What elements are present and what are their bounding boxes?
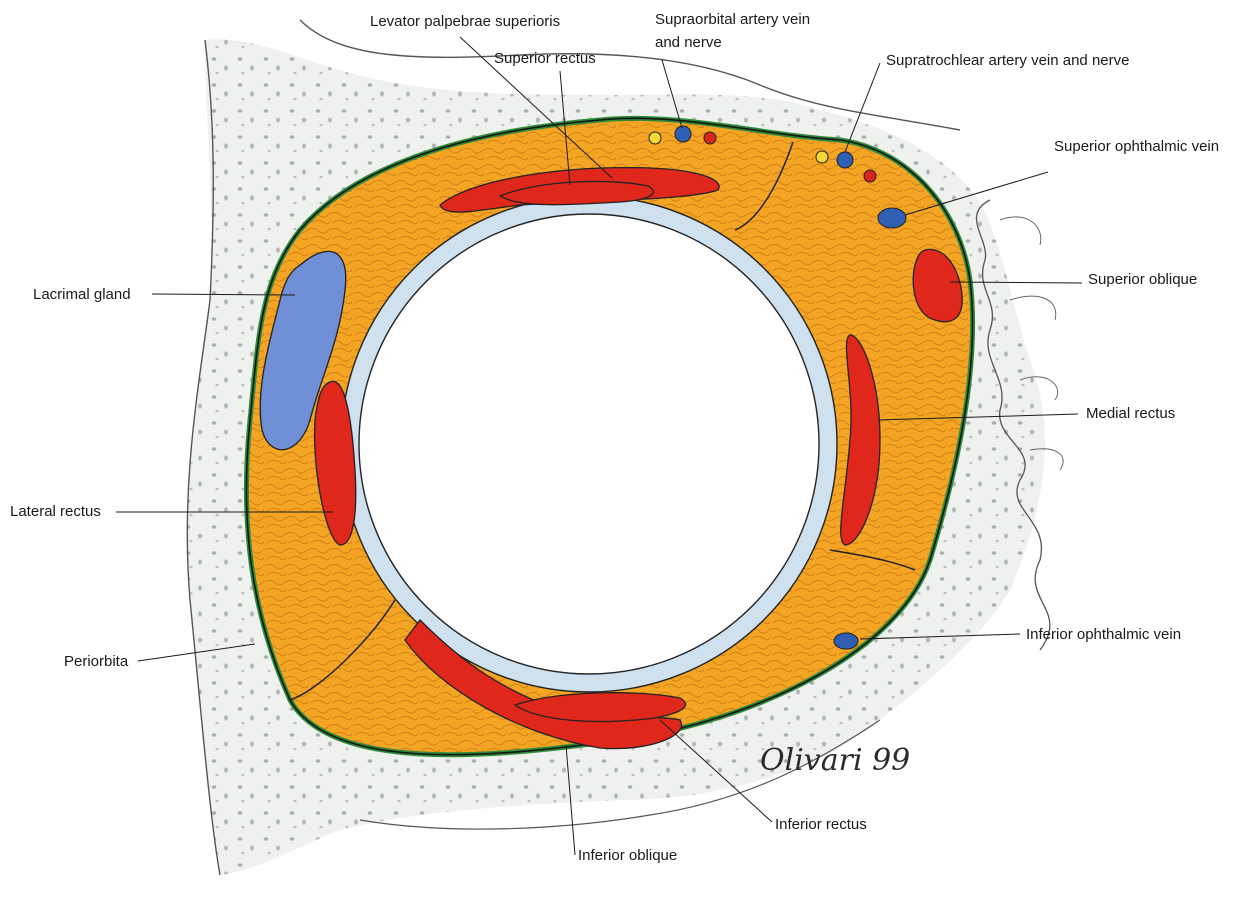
label-inferior-ophthalmic-vein: Inferior ophthalmic vein xyxy=(1026,626,1181,643)
artist-signature: Olivari 99 xyxy=(760,743,910,778)
label-periorbita: Periorbita xyxy=(64,653,129,670)
supratrochlear-artery xyxy=(864,170,876,182)
label-inferior-oblique: Inferior oblique xyxy=(578,847,677,864)
globe xyxy=(341,196,837,692)
label-superior-ophthalmic-vein: Superior ophthalmic vein xyxy=(1054,138,1219,155)
label-levator-palpebrae: Levator palpebrae superioris xyxy=(370,13,560,30)
label-lacrimal-gland: Lacrimal gland xyxy=(33,286,131,303)
supraorbital-nerve xyxy=(649,132,661,144)
label-supraorbital-line1: Supraorbital artery vein xyxy=(655,11,810,28)
label-superior-oblique: Superior oblique xyxy=(1088,271,1197,288)
label-supraorbital-line2: and nerve xyxy=(655,34,722,51)
label-lateral-rectus: Lateral rectus xyxy=(10,503,101,520)
label-supratrochlear: Supratrochlear artery vein and nerve xyxy=(886,52,1129,69)
superior-ophthalmic-vein xyxy=(878,208,906,228)
supratrochlear-vein xyxy=(837,152,853,168)
supraorbital-vein xyxy=(675,126,691,142)
inferior-ophthalmic-vein xyxy=(834,633,858,649)
supraorbital-artery xyxy=(704,132,716,144)
supratrochlear-nerve xyxy=(816,151,828,163)
label-superior-rectus: Superior rectus xyxy=(494,50,596,67)
label-medial-rectus: Medial rectus xyxy=(1086,405,1175,422)
label-inferior-rectus: Inferior rectus xyxy=(775,816,867,833)
